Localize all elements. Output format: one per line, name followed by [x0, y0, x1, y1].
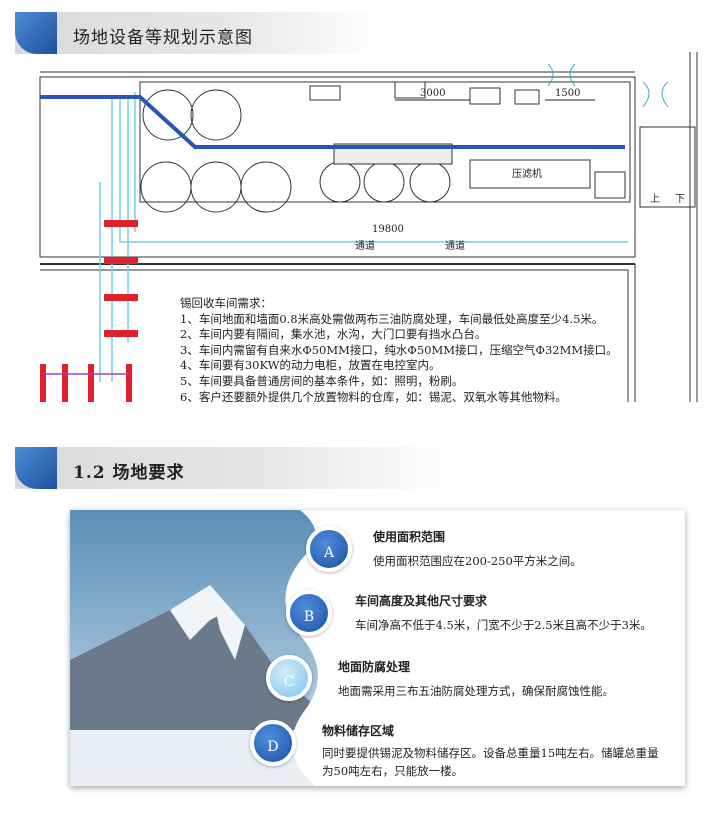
requirements-heading: 锡回收车间需求： [180, 296, 272, 310]
aisle-label: 通道 [445, 239, 465, 252]
workshop-wall [39, 76, 636, 258]
requirement-item: 2、车间内要有隔间，集水池，水沟，大门口要有挡水凸台。 [180, 327, 487, 342]
requirement-item: 1、车间地面和墙面0.8米高处需做两布三油防腐处理，车间最低处高度至少4.5米。 [180, 311, 604, 326]
item-a: 使用面积范围使用面积范围应在200-250平方米之间。 [373, 528, 582, 569]
badge-a: A [306, 526, 352, 572]
requirements-card: A B C D 使用面积范围使用面积范围应在200-250平方米之间。 车间高度… [70, 510, 685, 786]
item-text: 使用面积范围应在200-250平方米之间。 [373, 554, 582, 568]
main-pipe [40, 95, 625, 149]
requirement-item: 4、车间要有30KW的动力电柜，放置在电控室内。 [180, 358, 441, 373]
header-tab-decoration [15, 447, 57, 489]
item-d: 物料储存区域同时要提供锡泥及物料储存区。设备总重量15吨左右。储罐总重量为50吨… [322, 722, 667, 780]
requirement-item: 5、车间要具备普通房间的基本条件，如：照明，粉刷。 [180, 373, 464, 388]
stairwell [639, 126, 696, 208]
section-title: 场地设备等规划示意图 [73, 28, 253, 48]
section-header-layout: 场地设备等规划示意图 [15, 12, 380, 54]
dim-1500: 1500 [555, 88, 580, 99]
header-tab-decoration [15, 12, 57, 54]
item-c: 地面防腐处理地面需采用三布五油防腐处理方式，确保耐腐蚀性能。 [338, 658, 614, 699]
floor-plan: 3000 1500 压滤机 19800 通道 通道 上 下 [39, 52, 698, 402]
item-b: 车间高度及其他尺寸要求车间净高不低于4.5米，门宽不少于2.5米且高不少于3米。 [355, 592, 652, 633]
dim-19800: 19800 [372, 224, 404, 235]
section-header-requirements: 1.2 场地要求 [15, 447, 455, 489]
badge-b: B [286, 590, 332, 636]
requirement-item: 6、客户还要额外提供几个放置物料的仓库，如：锡泥、双氧水等其他物料。 [180, 389, 567, 404]
stairs-down-label: 下 [675, 194, 685, 205]
item-title: 车间高度及其他尺寸要求 [355, 594, 488, 608]
aisle-label: 通道 [355, 239, 375, 252]
badge-c: C [266, 655, 312, 701]
section-title: 1.2 场地要求 [73, 463, 185, 483]
item-text: 同时要提供锡泥及物料储存区。设备总重量15吨左右。储罐总重量为50吨左右，只能放… [322, 746, 659, 778]
badge-d: D [250, 720, 296, 766]
requirements-list: 锡回收车间需求： 1、车间地面和墙面0.8米高处需做两布三油防腐处理，车间最低处… [180, 296, 618, 405]
item-text: 地面需采用三布五油防腐处理方式，确保耐腐蚀性能。 [338, 684, 614, 698]
dim-3000: 3000 [420, 88, 445, 99]
stairs-up-label: 上 [650, 193, 660, 205]
filter-press [469, 159, 591, 189]
filter-press-label: 压滤机 [512, 167, 542, 180]
requirement-item: 3、车间内需留有自来水Φ50MM接口，纯水Φ50MM接口，压缩空气Φ32MM接口… [180, 342, 618, 357]
item-text: 车间净高不低于4.5米，门宽不少于2.5米且高不少于3米。 [355, 618, 652, 632]
item-title: 使用面积范围 [373, 530, 446, 544]
red-valves [40, 220, 138, 402]
item-title: 地面防腐处理 [338, 660, 411, 674]
item-title: 物料储存区域 [322, 724, 395, 738]
